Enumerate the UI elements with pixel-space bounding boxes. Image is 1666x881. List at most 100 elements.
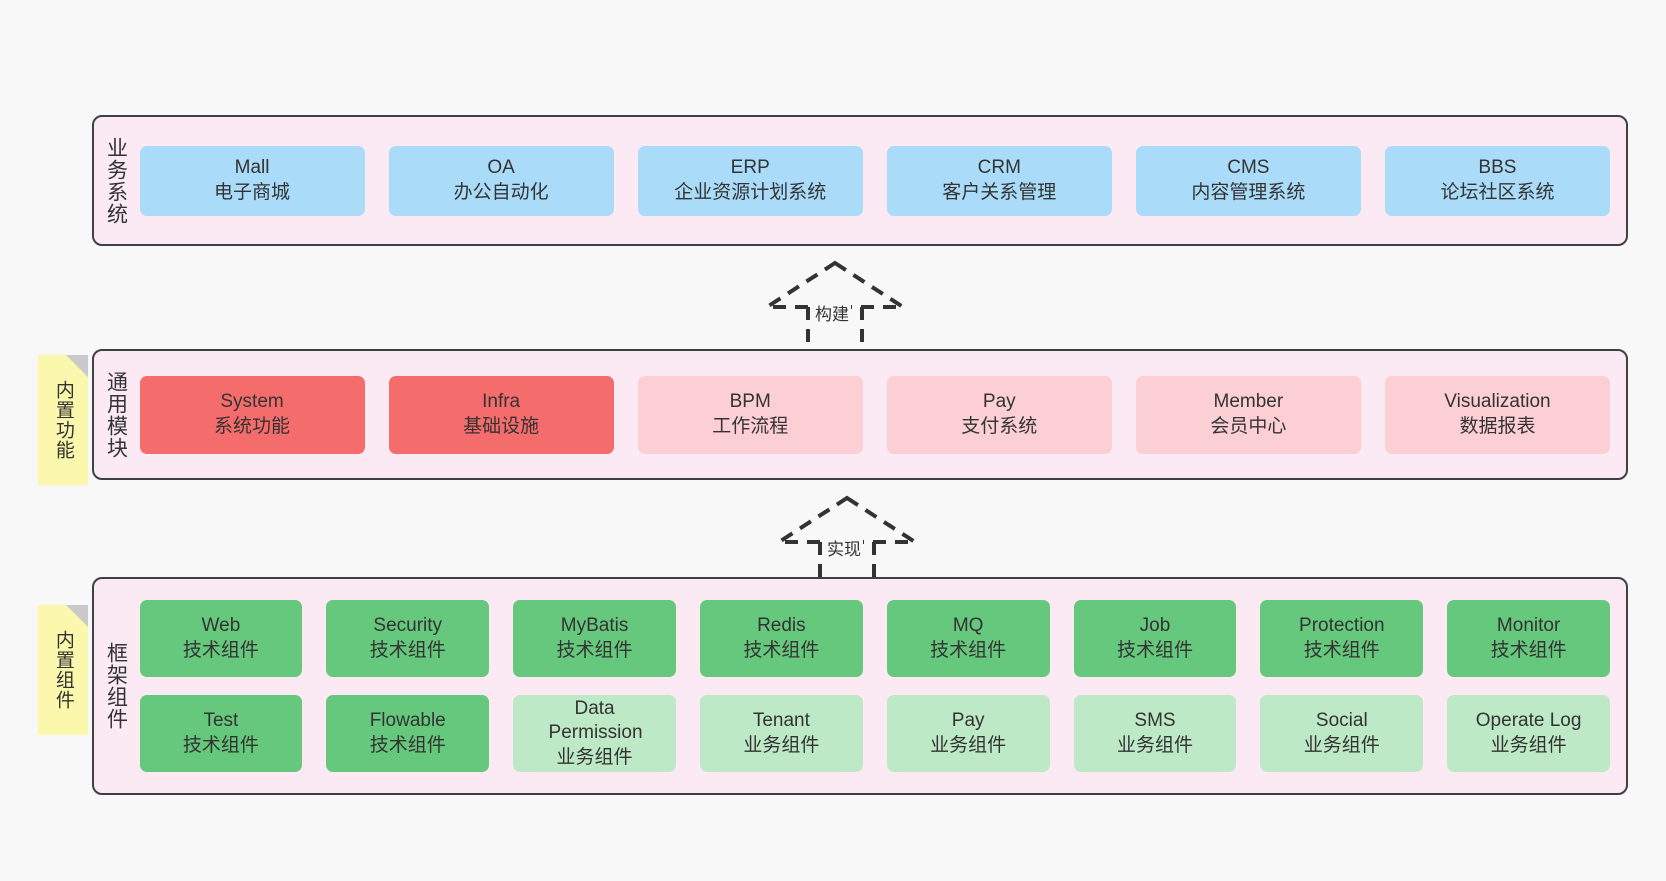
module-name-cn: 客户关系管理 (942, 181, 1057, 203)
component-name-en: SMS (1134, 710, 1176, 732)
module-bpm[interactable]: BPM 工作流程 (637, 375, 863, 454)
module-crm[interactable]: CRM 客户关系管理 (886, 145, 1112, 216)
layer-common-modules: 通用模块 System 系统功能 Infra 基础设施 BPM 工作流程 Pay… (92, 349, 1628, 480)
module-cms[interactable]: CMS 内容管理系统 (1135, 145, 1361, 216)
component-sms[interactable]: SMS 业务组件 (1073, 695, 1237, 772)
component-name-cn: 技术组件 (930, 639, 1007, 661)
component-name-en: Job (1139, 615, 1171, 637)
component-name-en: Flowable (369, 710, 446, 732)
connector-build: 构建 (760, 255, 910, 350)
connector-implement-label: 实现 (825, 535, 863, 560)
component-name-cn: 技术组件 (1303, 639, 1380, 661)
component-name-cn: 技术组件 (182, 639, 259, 661)
note-builtin-components-label: 内置组件 (52, 630, 74, 710)
connector-build-arrow (760, 260, 910, 350)
module-name-en: Mall (234, 157, 270, 179)
component-name-cn: 技术组件 (369, 734, 446, 756)
connector-implement-arrow (772, 495, 922, 582)
component-name-en: Tenant (752, 710, 810, 732)
module-name-en: CMS (1227, 157, 1270, 179)
component-redis[interactable]: Redis 技术组件 (699, 600, 863, 677)
layer-body-common-modules: System 系统功能 Infra 基础设施 BPM 工作流程 Pay 支付系统… (134, 351, 1626, 478)
module-name-en: Member (1213, 391, 1284, 413)
cell-row: Test 技术组件 Flowable 技术组件 Data Permission … (139, 695, 1611, 772)
module-erp[interactable]: ERP 企业资源计划系统 (637, 145, 863, 216)
layer-title-business-systems: 业务系统 (104, 136, 128, 225)
component-name-cn: 业务组件 (743, 734, 820, 756)
component-name-en: Protection (1299, 615, 1385, 637)
module-name-en: CRM (977, 157, 1021, 179)
component-name-cn: 业务组件 (1490, 734, 1567, 756)
module-visualization[interactable]: Visualization 数据报表 (1384, 375, 1610, 454)
component-mq[interactable]: MQ 技术组件 (886, 600, 1050, 677)
component-name-en: Monitor (1496, 615, 1561, 637)
cell-row: Mall 电子商城 OA 办公自动化 ERP 企业资源计划系统 CRM 客户关系… (139, 145, 1610, 216)
component-name-cn: 业务组件 (1116, 734, 1193, 756)
module-name-cn: 企业资源计划系统 (674, 181, 827, 203)
module-name-cn: 工作流程 (712, 415, 789, 437)
component-name-en: Security (373, 615, 443, 637)
module-name-cn: 办公自动化 (453, 181, 549, 203)
component-name-en: Redis (757, 615, 806, 637)
component-name-cn: 业务组件 (1303, 734, 1380, 756)
module-oa[interactable]: OA 办公自动化 (388, 145, 614, 216)
cell-row: System 系统功能 Infra 基础设施 BPM 工作流程 Pay 支付系统… (139, 375, 1610, 454)
component-name-en: Social (1315, 710, 1368, 732)
component-name-en: MyBatis (560, 615, 629, 637)
component-test[interactable]: Test 技术组件 (139, 695, 303, 772)
component-monitor[interactable]: Monitor 技术组件 (1447, 600, 1611, 677)
module-name-cn: 论坛社区系统 (1440, 181, 1555, 203)
module-name-en: Infra (482, 391, 521, 413)
module-name-cn: 内容管理系统 (1191, 181, 1306, 203)
component-name-en: Web (201, 615, 241, 637)
component-flowable[interactable]: Flowable 技术组件 (326, 695, 490, 772)
module-name-en: Visualization (1444, 391, 1551, 413)
component-data-permission[interactable]: Data Permission 业务组件 (513, 695, 676, 772)
module-name-cn: 基础设施 (463, 415, 540, 437)
component-name-cn: 业务组件 (930, 734, 1007, 756)
module-name-cn: 数据报表 (1459, 415, 1536, 437)
module-system[interactable]: System 系统功能 (139, 375, 365, 454)
module-mall[interactable]: Mall 电子商城 (139, 145, 365, 216)
component-name-en: Test (203, 710, 239, 732)
component-web[interactable]: Web 技术组件 (139, 600, 303, 677)
component-name-cn: 业务组件 (556, 746, 633, 768)
component-mybatis[interactable]: MyBatis 技术组件 (513, 600, 676, 677)
component-tenant[interactable]: Tenant 业务组件 (699, 695, 863, 772)
component-name-cn: 技术组件 (369, 639, 446, 661)
component-security[interactable]: Security 技术组件 (326, 600, 490, 677)
component-protection[interactable]: Protection 技术组件 (1260, 600, 1424, 677)
layer-title-common-modules: 通用模块 (104, 370, 128, 459)
layer-title-framework-components: 框架组件 (104, 642, 128, 730)
component-name-cn: 技术组件 (1490, 639, 1567, 661)
module-name-en: Pay (982, 391, 1016, 413)
module-name-cn: 支付系统 (961, 415, 1038, 437)
module-infra[interactable]: Infra 基础设施 (388, 375, 614, 454)
module-name-en: ERP (730, 157, 770, 179)
layer-business-systems: 业务系统 Mall 电子商城 OA 办公自动化 ERP 企业资源计划系统 CRM… (92, 115, 1628, 246)
module-name-en: OA (487, 157, 515, 179)
component-name-en: Operate Log (1475, 710, 1582, 732)
module-name-cn: 会员中心 (1210, 415, 1287, 437)
component-operate-log[interactable]: Operate Log 业务组件 (1447, 695, 1611, 772)
component-job[interactable]: Job 技术组件 (1073, 600, 1237, 677)
layer-body-framework-components: Web 技术组件 Security 技术组件 MyBatis 技术组件 Redi… (134, 579, 1626, 793)
layer-body-business-systems: Mall 电子商城 OA 办公自动化 ERP 企业资源计划系统 CRM 客户关系… (134, 117, 1626, 244)
cell-row: Web 技术组件 Security 技术组件 MyBatis 技术组件 Redi… (139, 600, 1611, 677)
component-pay[interactable]: Pay 业务组件 (886, 695, 1050, 772)
component-name-en: Data Permission (548, 698, 643, 744)
note-builtin-components: 内置组件 (38, 605, 88, 735)
module-name-cn: 电子商城 (214, 181, 291, 203)
component-social[interactable]: Social 业务组件 (1260, 695, 1424, 772)
module-name-en: BPM (729, 391, 771, 413)
component-name-cn: 技术组件 (556, 639, 633, 661)
module-pay[interactable]: Pay 支付系统 (886, 375, 1112, 454)
module-name-cn: 系统功能 (214, 415, 291, 437)
module-bbs[interactable]: BBS 论坛社区系统 (1384, 145, 1610, 216)
note-fold-corner-icon (66, 605, 88, 627)
module-member[interactable]: Member 会员中心 (1135, 375, 1361, 454)
connector-implement: 实现 (772, 490, 922, 582)
component-name-cn: 技术组件 (743, 639, 820, 661)
note-builtin-features-label: 内置功能 (52, 380, 74, 460)
